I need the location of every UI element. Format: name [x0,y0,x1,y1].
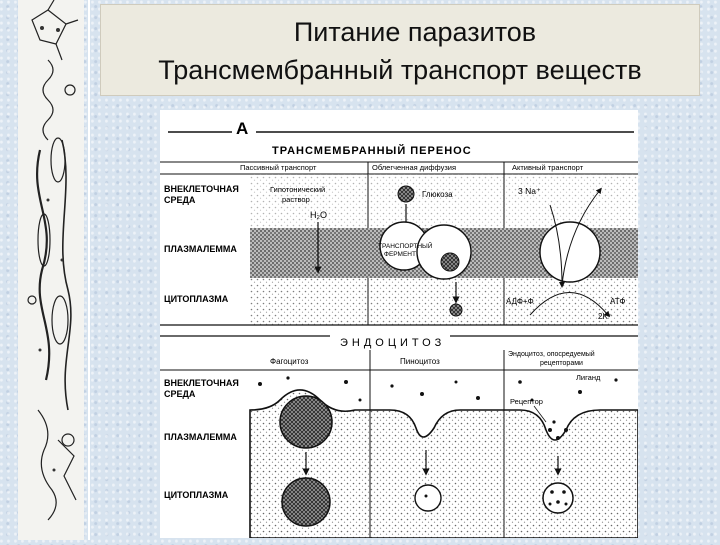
glucose-in-enzyme [440,252,460,272]
atp-label: АТФ [610,297,625,306]
col-pinocytosis: Пиноцитоз [400,357,440,366]
side-divider [88,0,90,540]
label-extracellular-a-2: СРЕДА [164,195,196,205]
ligand-label: Лиганд [576,373,601,382]
col-receptor-endocytosis: Эндоцитоз, опосредуемый [508,350,595,358]
receptor-label: Рецептор [510,397,543,406]
label-extracellular-b: ВНЕКЛЕТОЧНАЯ [164,378,239,388]
extracellular-particles [258,376,618,402]
parasite-illustration [27,0,79,521]
label-plasmalemma-b: ПЛАЗМАЛЕММА [164,432,237,442]
pinosome [414,484,442,512]
water-label: H₂O [310,210,327,220]
slide-subtitle: Трансмембранный транспорт веществ [158,55,642,85]
label-plasmalemma-a: ПЛАЗМАЛЕММА [164,244,237,254]
extracellular-zone-a [250,174,638,228]
enzyme-label: ТРАНСПОРТНЫЙ [378,241,433,250]
sodium-pump [539,221,601,283]
glucose-label: Глюкоза [422,190,453,199]
phagocytosed-particle [279,395,333,449]
panel-a-heading: ТРАНСМЕМБРАННЫЙ ПЕРЕНОС [272,144,472,157]
transport-enzyme-circle-2 [416,224,472,280]
transport-diagram: А ТРАНСМЕМБРАННЫЙ ПЕРЕНОС Пассивный тран… [160,110,639,539]
label-extracellular-a: ВНЕКЛЕТОЧНАЯ [164,184,239,194]
col-active-transport: Активный транспорт [512,163,584,172]
slide-title-box: Питание паразитов Трансмембранный трансп… [100,4,700,96]
label-cytoplasm-a: ЦИТОПЛАЗМА [164,294,229,304]
cell-membrane-b [249,389,639,539]
cytoplasm-zone-a [250,278,638,325]
atp-path [529,292,610,318]
adp-label: АДФ+Ф [506,297,534,306]
pinosome-content [424,494,428,498]
panel-a-letter: А [236,119,248,138]
coated-vesicle [542,482,574,514]
label-extracellular-b-2: СРЕДА [164,389,196,399]
col-passive-transport: Пассивный транспорт [240,163,317,172]
phagosome [281,477,331,527]
hypotonic-label: Гипотонический [270,185,325,194]
sodium-path-in [549,204,565,288]
slide-title: Питание паразитов [293,17,537,47]
glucose-molecule [397,185,415,203]
vesicle-ligands [548,490,568,506]
glucose-released [449,303,463,317]
panel-b-heading: ЭНДОЦИТОЗ [340,337,445,349]
col-receptor-endocytosis-2: рецепторами [540,360,583,367]
receptor-pointer [533,405,547,423]
col-phagocytosis: Фагоцитоз [270,357,309,366]
transport-diagram-svg: А ТРАНСМЕМБРАННЫЙ ПЕРЕНОС Пассивный тран… [160,119,639,539]
sodium-label: 3 Na⁺ [518,186,541,196]
potassium-label: 2K⁺ [598,312,612,321]
col-facilitated-diffusion: Облегченная диффузия [372,163,456,172]
hypotonic-label-2: раствор [282,195,310,204]
receptor-ligands [548,420,568,440]
label-cytoplasm-b: ЦИТОПЛАЗМА [164,490,229,500]
sodium-path-out [561,187,602,286]
decorative-parasite-strip [18,0,84,540]
enzyme-label-2: ФЕРМЕНТ [384,251,416,258]
